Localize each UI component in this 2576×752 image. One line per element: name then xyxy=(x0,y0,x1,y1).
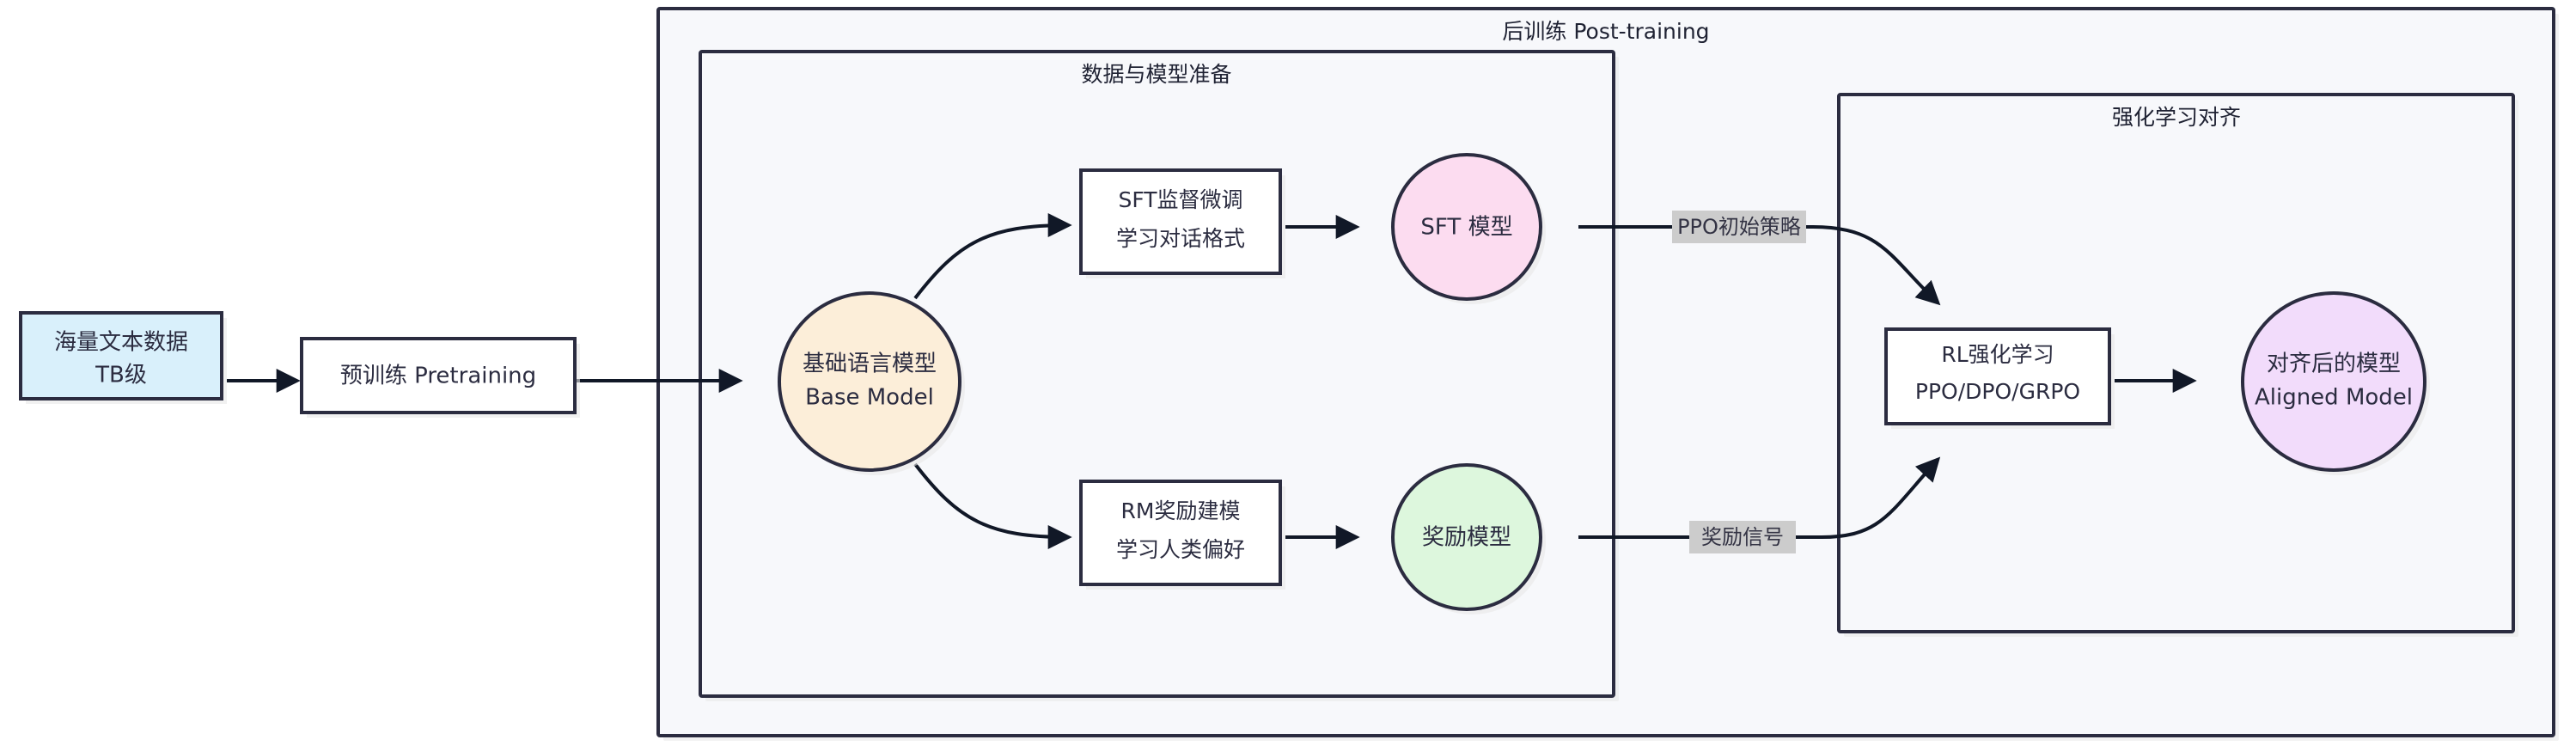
node-aligned-model[interactable]: 对齐后的模型 Aligned Model xyxy=(2241,291,2430,475)
node-corpus-line2: TB级 xyxy=(95,363,147,388)
node-aligned-model-shape[interactable] xyxy=(2241,291,2426,472)
node-base-model-shape[interactable] xyxy=(778,291,961,472)
group-rl-alignment-box xyxy=(1837,93,2515,633)
edge-reward-model-to-rl xyxy=(1578,456,1941,539)
node-sft-step-line1: SFT监督微调 xyxy=(1118,187,1242,212)
edge-label-ppo-init-policy-bg xyxy=(1672,211,1806,243)
node-rl-step[interactable]: RL强化学习 PPO/DPO/GRPO xyxy=(1884,327,2115,429)
group-data-model-prep-title: 数据与模型准备 xyxy=(1081,62,1231,87)
node-base-model-line1: 基础语言模型 xyxy=(803,352,937,377)
node-aligned-model-line2: Aligned Model xyxy=(2255,385,2413,411)
edge-base-to-sft-step xyxy=(913,213,1072,300)
node-rm-step-line1: RM奖励建模 xyxy=(1121,498,1241,523)
edge-label-reward-signal: 奖励信号 xyxy=(1689,521,1796,553)
edge-label-ppo-init-policy: PPO初始策略 xyxy=(1672,211,1806,243)
group-data-model-prep: 数据与模型准备 xyxy=(699,50,1619,701)
group-post-training-title: 后训练 Post-training xyxy=(1502,19,1709,44)
edge-sft-model-to-rl xyxy=(1578,225,1941,306)
edge-label-reward-signal-bg xyxy=(1689,521,1796,553)
node-reward-model-label: 奖励模型 xyxy=(1422,525,1511,551)
node-reward-model-shape[interactable] xyxy=(1391,463,1542,611)
node-base-model-line2: Base Model xyxy=(805,385,934,411)
node-pretraining-shape[interactable] xyxy=(300,337,577,414)
node-aligned-model-line1: 对齐后的模型 xyxy=(2267,352,2401,377)
node-sft-step[interactable]: SFT监督微调 学习对话格式 xyxy=(1079,168,1285,278)
group-data-model-prep-box xyxy=(699,50,1615,698)
edge-base-to-rm-step xyxy=(913,462,1072,549)
node-sft-model-shape[interactable] xyxy=(1391,153,1542,301)
node-base-model[interactable]: 基础语言模型 Base Model xyxy=(778,291,965,475)
node-corpus-line1: 海量文本数据 xyxy=(54,330,188,356)
node-corpus[interactable]: 海量文本数据 TB级 xyxy=(19,311,227,404)
node-rl-step-line1: RL强化学习 xyxy=(1941,342,2054,367)
node-pretraining[interactable]: 预训练 Pretraining xyxy=(300,337,580,418)
edge-label-reward-signal-text: 奖励信号 xyxy=(1701,525,1784,549)
node-corpus-shape[interactable] xyxy=(19,311,223,400)
group-rl-alignment: 强化学习对齐 xyxy=(1837,93,2518,637)
node-sft-model-label: SFT 模型 xyxy=(1420,215,1512,241)
node-rm-step-shape[interactable] xyxy=(1079,480,1282,586)
node-rl-step-line2: PPO/DPO/GRPO xyxy=(1915,379,2080,404)
node-reward-model[interactable]: 奖励模型 xyxy=(1391,463,1546,614)
edge-label-ppo-init-policy-text: PPO初始策略 xyxy=(1677,215,1801,239)
group-rl-alignment-title: 强化学习对齐 xyxy=(2112,105,2241,130)
node-sft-step-line2: 学习对话格式 xyxy=(1116,226,1245,251)
node-sft-step-shape[interactable] xyxy=(1079,168,1282,275)
edges-layer xyxy=(227,213,2197,549)
node-rm-step[interactable]: RM奖励建模 学习人类偏好 xyxy=(1079,480,1285,590)
node-pretraining-label: 预训练 Pretraining xyxy=(340,364,536,389)
node-rm-step-line2: 学习人类偏好 xyxy=(1116,537,1245,562)
node-rl-step-shape[interactable] xyxy=(1884,327,2111,425)
node-sft-model[interactable]: SFT 模型 xyxy=(1391,153,1546,304)
